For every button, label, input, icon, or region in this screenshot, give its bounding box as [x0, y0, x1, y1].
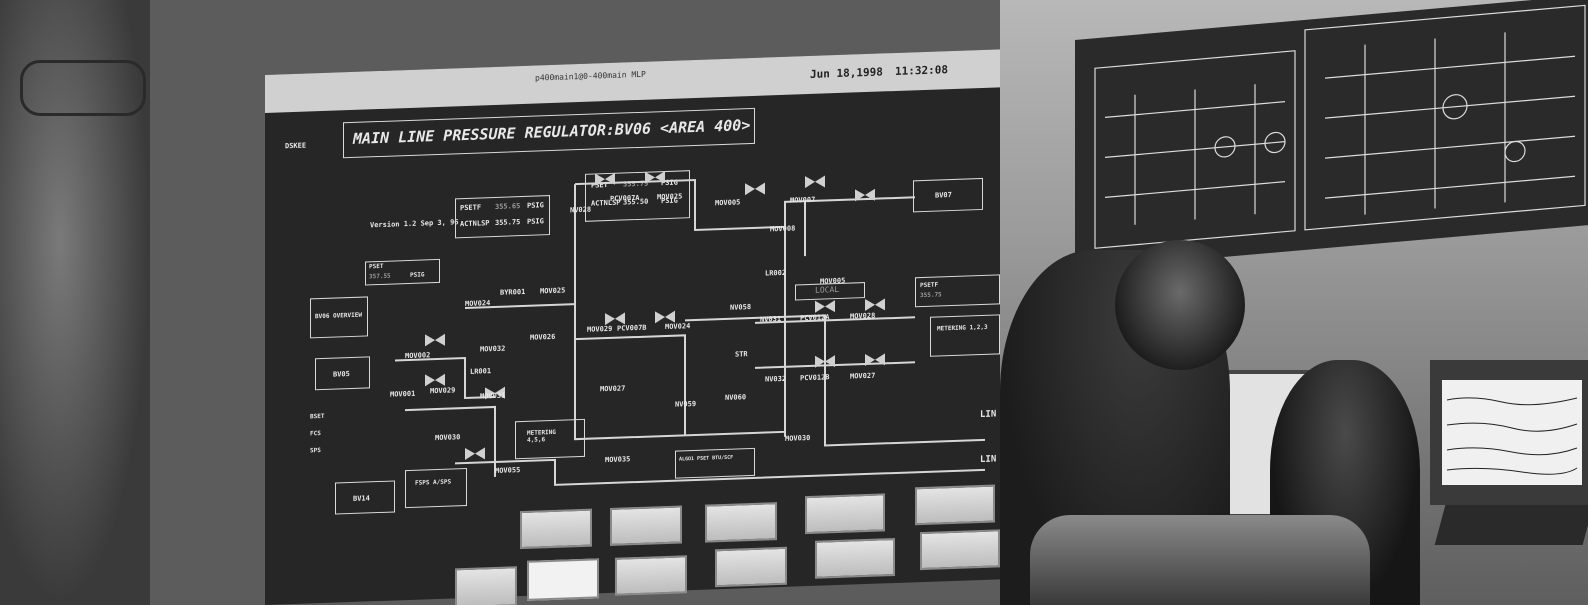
tag-label: MOV001 — [390, 389, 416, 399]
tag-label: MOV032 — [480, 344, 506, 354]
tag-label: LR001 — [470, 367, 492, 376]
soft-key[interactable] — [815, 537, 895, 579]
tag-label: MOV002 — [405, 351, 431, 361]
operator-head — [1115, 240, 1245, 370]
control-room-photo — [1000, 0, 1588, 605]
soft-key[interactable] — [805, 493, 885, 535]
tag-label: BYR001 — [500, 287, 526, 297]
tag-label: STR — [735, 350, 748, 359]
tag-label: NV060 — [725, 393, 747, 402]
status-label: SPS — [310, 447, 321, 455]
tag-label: MOV008 — [770, 224, 796, 234]
tag-label: MOV024 — [465, 299, 491, 309]
soft-key[interactable] — [915, 484, 995, 526]
soft-key[interactable] — [715, 546, 787, 588]
monitor-screen: p400main1@0-400main MLP Jun 18,1998 11:3… — [265, 49, 1000, 605]
piping-diagram — [395, 171, 985, 486]
tag-label: NV032 — [765, 374, 787, 384]
eyeglasses — [20, 60, 146, 116]
chair-back — [1030, 515, 1370, 605]
tag-label: MOV029 — [587, 324, 613, 334]
tag-label: MOV055 — [495, 466, 521, 475]
tag-label: NV028 — [570, 205, 592, 215]
tag-label: BV07 — [935, 191, 952, 200]
tag-label: NV058 — [730, 303, 752, 312]
tag-label: LR002 — [765, 268, 787, 278]
fsps-button[interactable] — [405, 467, 467, 509]
pset-right-value: 355.75 — [920, 291, 942, 300]
tag-label: PCV012B — [800, 373, 830, 383]
tag-label: MOV026 — [530, 332, 556, 342]
pset-right-label: PSETF — [920, 281, 939, 290]
desk-monitor — [1430, 360, 1588, 505]
metering-123-button[interactable] — [930, 314, 1000, 357]
side-label: LIN — [980, 409, 997, 421]
bottom-readout — [675, 447, 755, 479]
tag-label: NV031 — [760, 314, 782, 324]
keyboard — [1434, 505, 1588, 545]
tag-label: MOV030 — [785, 433, 811, 443]
trend-display — [1442, 380, 1582, 485]
video-wall — [1075, 0, 1588, 270]
metering-456-label: METERING 4,5,6 — [527, 428, 556, 444]
soft-key[interactable] — [455, 566, 517, 605]
soft-key[interactable] — [615, 555, 687, 596]
bv14-button-label: BV14 — [353, 494, 370, 503]
soft-key[interactable] — [520, 508, 592, 550]
pset-right-box — [915, 274, 1000, 308]
tag-label: MOV024 — [665, 322, 691, 332]
tag-label: NV059 — [675, 399, 697, 409]
wall-schematic — [1094, 4, 1586, 249]
tag-label: MOV007 — [790, 195, 816, 205]
tag-label: MOV029 — [430, 386, 456, 396]
tag-label: PCV012A — [800, 313, 830, 323]
status-label: BSET — [310, 412, 325, 421]
tag-label: MOV035 — [605, 455, 631, 465]
tag-label: MOV027 — [600, 384, 626, 394]
control-screen-photo: p400main1@0-400main MLP Jun 18,1998 11:3… — [0, 0, 1000, 605]
tag-label: MOV031 — [480, 391, 506, 401]
soft-key[interactable] — [610, 505, 682, 546]
local-label: LOCAL — [815, 284, 840, 295]
tag-label: PCV007B — [617, 323, 647, 333]
bv05-button-label: BV05 — [333, 370, 350, 379]
tag-label: MOV027 — [850, 371, 876, 381]
side-label: LIN — [980, 454, 997, 466]
tag-label: MOV025 — [657, 192, 683, 202]
tag-label: MOV028 — [850, 311, 876, 321]
tag-label: MOV025 — [540, 286, 566, 296]
fsps-button-label: FSPS A/SPS — [415, 478, 452, 487]
tag-label: MOV005 — [715, 198, 741, 208]
status-label: FCS — [310, 430, 321, 438]
tag-label: PCV007A — [610, 193, 640, 203]
soft-key[interactable] — [920, 529, 1000, 571]
soft-key[interactable] — [527, 558, 599, 601]
tag-label: MOV030 — [435, 433, 461, 443]
soft-key[interactable] — [705, 502, 777, 543]
